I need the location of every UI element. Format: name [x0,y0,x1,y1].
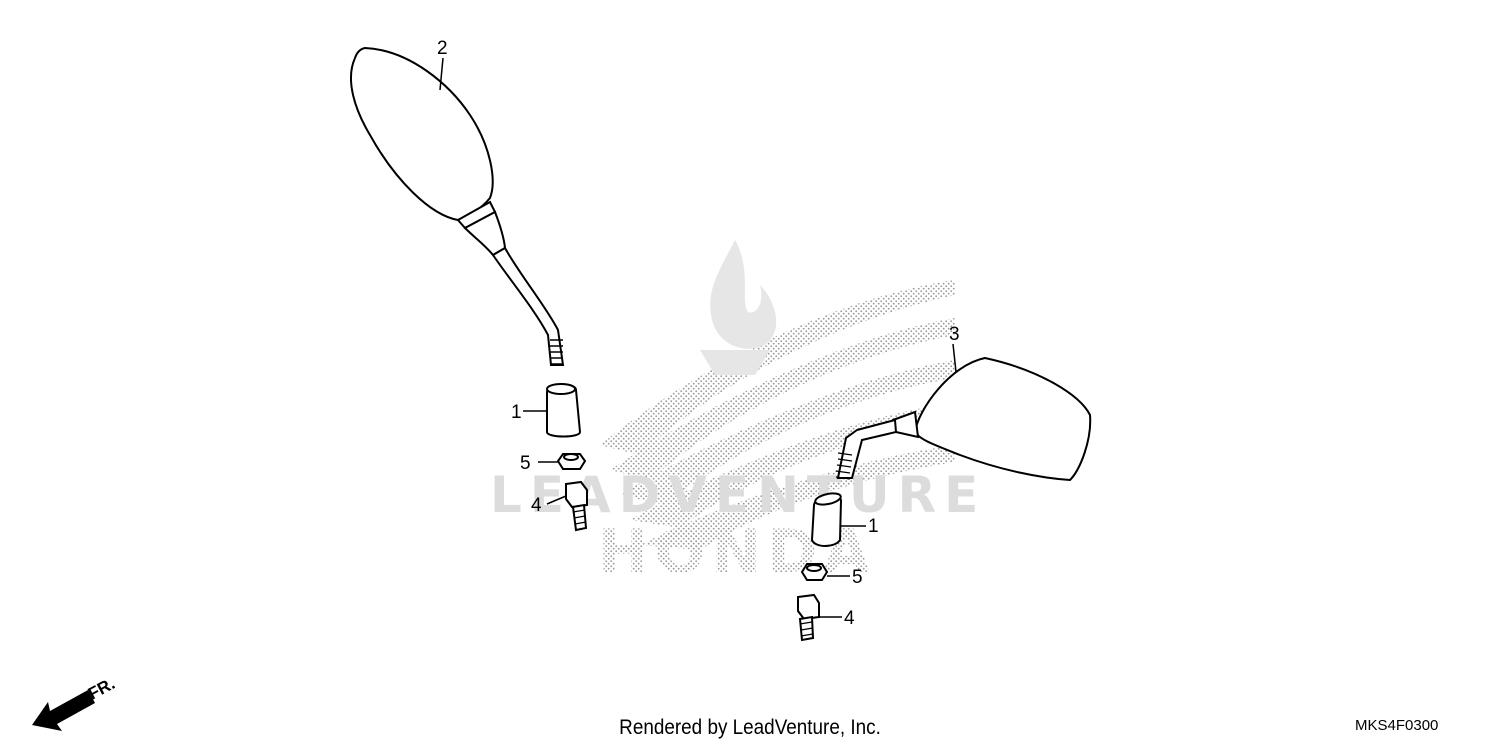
right-nut [800,563,829,581]
callout-leaders [439,57,957,618]
callout-1-left: 1 [511,402,522,423]
callout-3: 3 [949,324,960,345]
right-adapter [810,492,843,547]
flame-watermark-icon [700,240,777,375]
left-mirror [349,46,565,366]
right-bolt [797,593,820,642]
left-adapter [546,383,582,438]
callout-1-right: 1 [868,516,879,537]
left-bolt [565,480,588,532]
callout-5-left: 5 [520,453,531,474]
right-mirror [835,356,1092,482]
callout-4-right: 4 [844,608,855,629]
left-nut [556,453,587,470]
footer-credit: Rendered by LeadVenture, Inc. [619,716,881,739]
callout-5-right: 5 [852,567,863,588]
watermark-text: LEADVENTURE [490,466,986,524]
diagram-code: MKS4F0300 [1355,717,1439,734]
callout-2: 2 [437,38,448,59]
callout-4-left: 4 [531,495,542,516]
